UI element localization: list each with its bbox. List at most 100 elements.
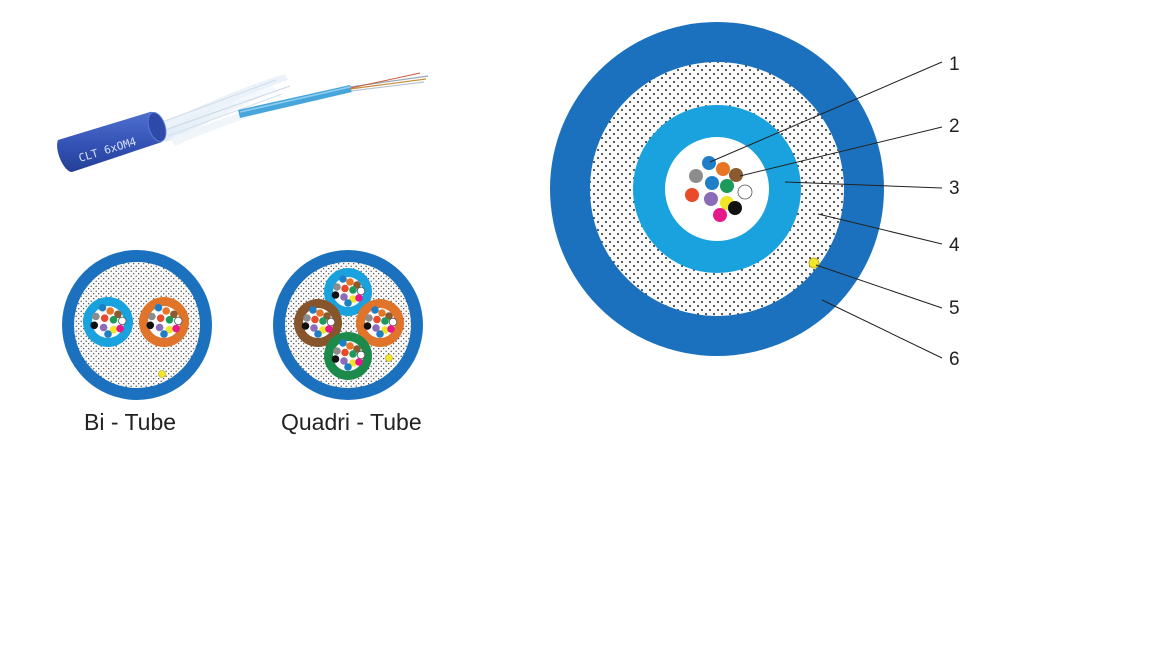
fiber <box>154 303 163 312</box>
bi-tube-section: Bi - Tube <box>62 250 212 435</box>
fiber <box>685 188 699 202</box>
fiber <box>689 169 703 183</box>
fiber <box>172 324 180 333</box>
fiber <box>333 347 341 355</box>
fiber <box>339 339 347 347</box>
fiber <box>729 168 743 182</box>
fiber <box>387 325 395 333</box>
fiber <box>365 314 373 322</box>
fiber <box>373 315 381 324</box>
bi-ripcord <box>158 370 166 378</box>
fiber-bundle <box>685 156 753 222</box>
main-cross-section: 1 2 3 4 5 6 <box>550 22 960 370</box>
fiber <box>720 179 734 193</box>
exposed-fibers <box>349 72 429 92</box>
fiber <box>309 306 317 314</box>
fiber <box>372 324 380 332</box>
quadri-tube-caption: Quadri - Tube <box>281 409 422 435</box>
fiber <box>310 324 318 332</box>
quadri-tube-section: Quadri - Tube <box>273 250 423 435</box>
fiber <box>303 314 311 322</box>
fiber <box>316 309 324 317</box>
fiber <box>716 162 730 176</box>
fiber <box>174 316 183 326</box>
quadri-tube-right <box>356 299 404 347</box>
quadri-filler <box>285 262 411 388</box>
callout-3: 3 <box>949 178 960 199</box>
fiber <box>346 342 354 350</box>
outer-jacket-photo <box>57 111 165 172</box>
quadri-ripcord <box>385 354 393 362</box>
fiber <box>301 322 310 330</box>
fiber <box>165 325 174 334</box>
leader-line-1 <box>709 61 943 163</box>
fiber <box>118 316 127 326</box>
fiber <box>90 321 99 330</box>
fiber <box>98 303 107 312</box>
fiber <box>99 323 108 332</box>
fiber <box>331 291 340 299</box>
bi-tube-orange <box>139 297 189 347</box>
fiber <box>109 316 118 324</box>
fiber <box>737 184 753 200</box>
fiber <box>156 314 165 322</box>
fiber <box>363 322 372 330</box>
fiber <box>319 317 327 325</box>
callout-numbers: 1 2 3 4 5 6 <box>949 54 960 370</box>
fiber <box>705 176 719 190</box>
fiber <box>340 357 348 365</box>
fiber <box>146 321 155 330</box>
bi-tube-caption: Bi - Tube <box>84 409 176 435</box>
fiber <box>728 201 742 215</box>
fiber <box>704 192 718 206</box>
quadri-tube-bottom <box>324 332 372 380</box>
fiber <box>702 156 716 170</box>
fiber <box>331 355 340 363</box>
fiber <box>355 294 363 302</box>
callout-5: 5 <box>949 298 960 319</box>
fiber <box>355 358 363 366</box>
fiber <box>356 350 366 360</box>
quadri-tube-left <box>294 299 342 347</box>
fiber <box>344 363 352 371</box>
fiber <box>371 306 379 314</box>
fiber <box>388 317 398 327</box>
fiber <box>311 315 319 324</box>
fiber <box>114 310 122 319</box>
fiber <box>344 299 352 307</box>
fiber <box>165 316 174 324</box>
fiber <box>341 348 349 357</box>
fiber <box>104 330 112 338</box>
fiber <box>713 208 727 222</box>
callout-2: 2 <box>949 116 960 137</box>
aramid-yarn <box>158 74 302 146</box>
fiber <box>92 312 100 321</box>
fiber <box>106 307 114 315</box>
fiber <box>100 314 109 322</box>
quadri-tube-top <box>324 268 372 316</box>
fiber <box>378 309 386 317</box>
fiber <box>376 330 384 338</box>
jacket-end <box>147 112 167 142</box>
fiber <box>341 284 349 293</box>
fiber <box>170 310 178 319</box>
bi-tube-blue <box>83 297 133 347</box>
leader-line-4 <box>817 213 943 245</box>
gel-filling <box>665 137 769 241</box>
fiber <box>160 330 168 338</box>
fiber <box>333 283 341 291</box>
callout-1: 1 <box>949 54 960 75</box>
leader-line-6 <box>821 299 943 359</box>
leader-line-5 <box>815 264 943 309</box>
callout-4: 4 <box>949 235 960 256</box>
fiber <box>148 312 156 321</box>
fiber <box>155 323 164 332</box>
fiber <box>109 325 118 334</box>
fiber <box>339 275 347 283</box>
bi-filler <box>74 262 200 388</box>
leader-lines <box>709 61 943 359</box>
fiber <box>314 330 322 338</box>
fiber <box>326 317 336 327</box>
fiber <box>346 278 354 286</box>
